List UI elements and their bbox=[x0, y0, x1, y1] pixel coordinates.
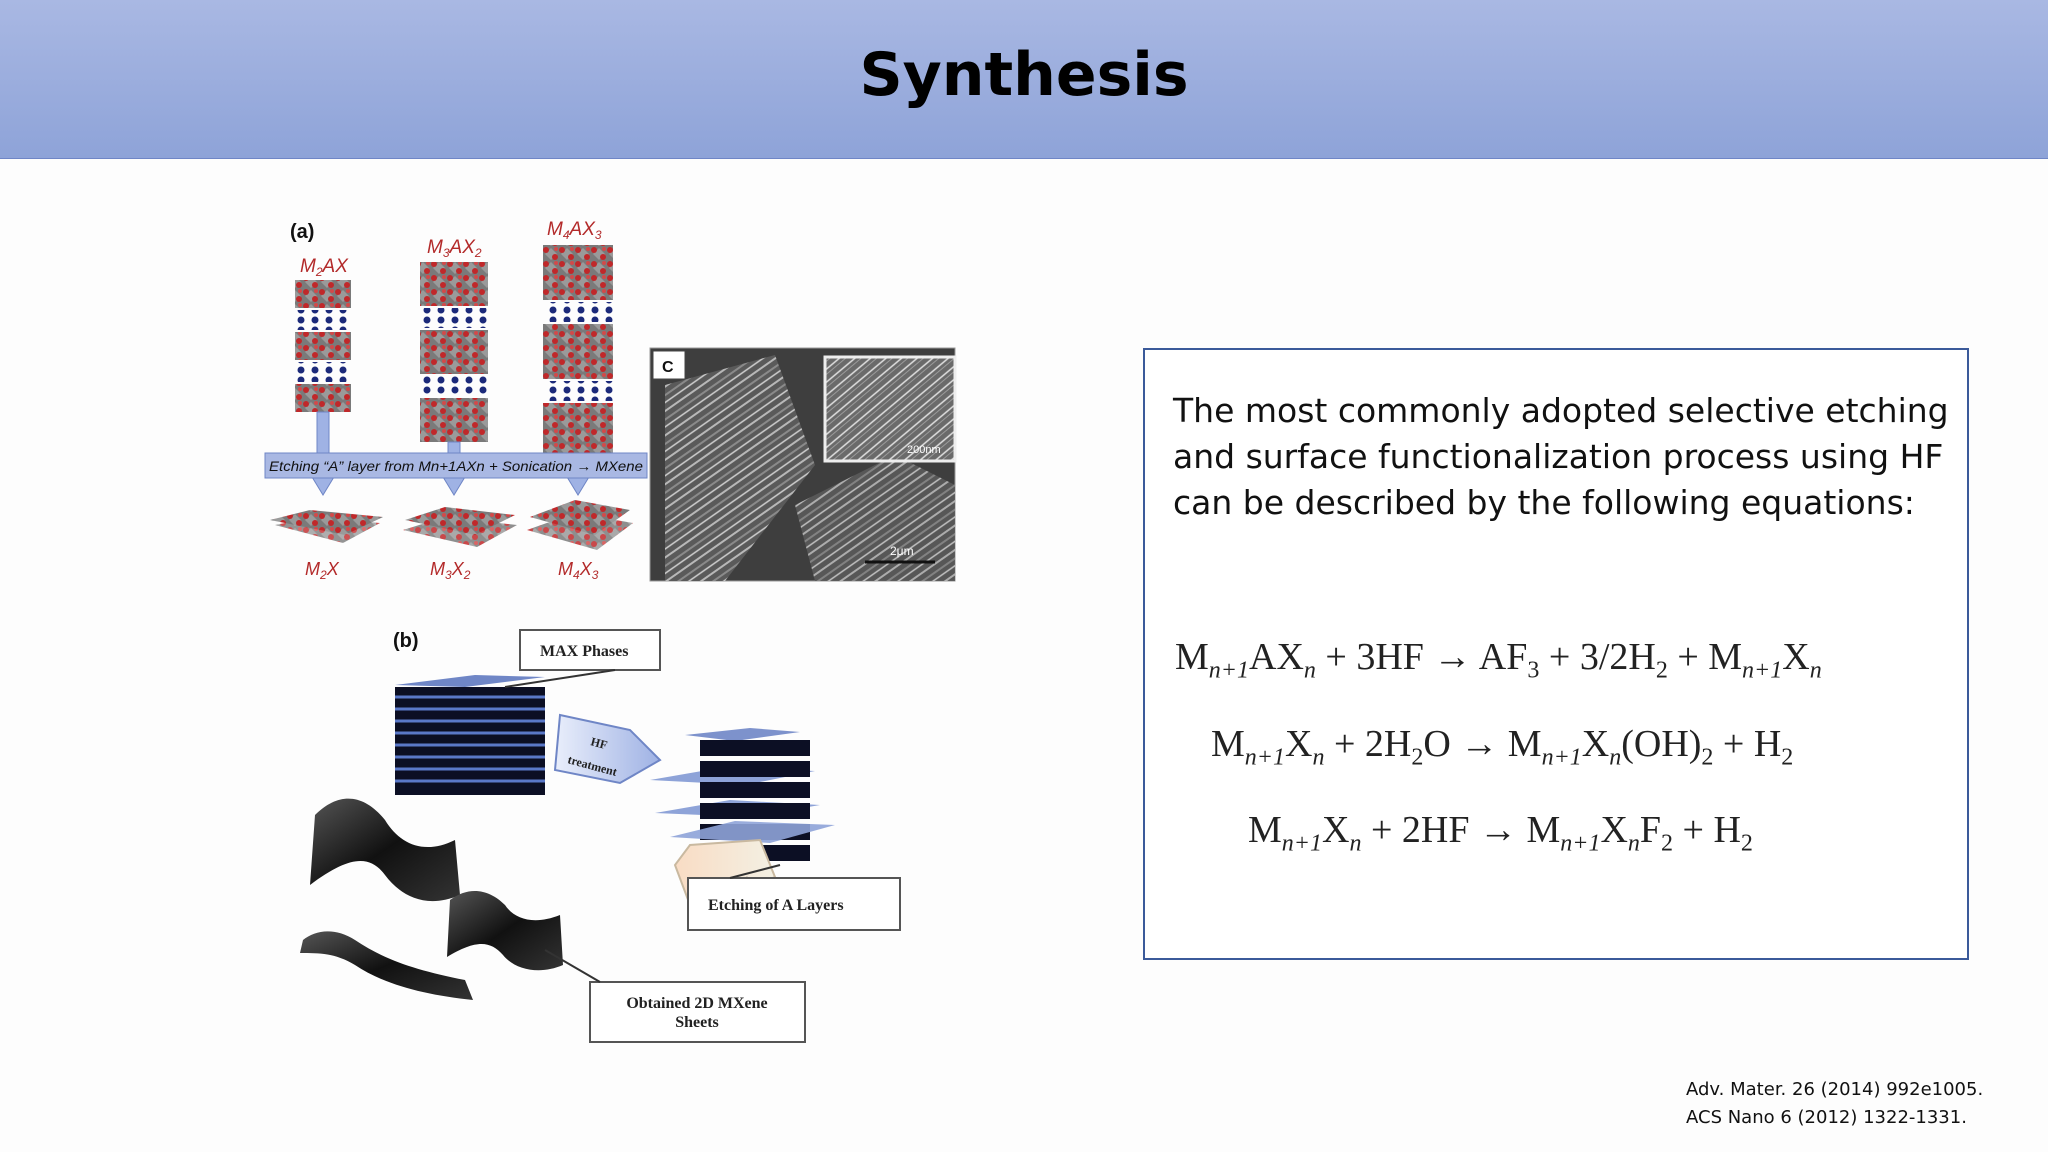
panel-b-label: (b) bbox=[393, 630, 419, 652]
scale-inset: 200nm bbox=[907, 444, 941, 456]
slide-title: Synthesis bbox=[859, 40, 1189, 110]
hf-arrow-icon bbox=[553, 713, 662, 785]
etching-banner-text: Etching “A” layer from Mn+1AXn + Sonicat… bbox=[269, 458, 643, 474]
references: Adv. Mater. 26 (2014) 992e1005. ACS Nano… bbox=[1686, 1076, 1983, 1132]
max-phases-box bbox=[519, 629, 661, 671]
max-phase-stack bbox=[395, 675, 545, 795]
panel-c-label: C bbox=[662, 359, 674, 376]
max-label-3: M4AX3 bbox=[547, 219, 602, 242]
obtained-label-line2: Sheets bbox=[675, 1014, 719, 1031]
synthesis-figure: (a) M2AX M3AX2 M4AX3 Etching “A” bbox=[264, 219, 957, 1043]
m3ax2-crystal bbox=[420, 262, 488, 442]
equation-1: Mn+1AXn + 3HF → AF3 + 3/2H2 + Mn+1Xn bbox=[1175, 636, 1822, 684]
sem-image: C 200nm 2μm bbox=[649, 347, 957, 582]
max-phases-label: MAX Phases bbox=[540, 643, 628, 660]
equations-box: The most commonly adopted selective etch… bbox=[1143, 348, 1969, 960]
etching-banner bbox=[264, 452, 648, 479]
etching-a-layers-label: Etching of A Layers bbox=[708, 897, 844, 914]
svg-text:M3AX2: M3AX2 bbox=[427, 237, 482, 260]
svg-text:M3X2: M3X2 bbox=[430, 559, 471, 582]
reference-2: ACS Nano 6 (2012) 1322-1331. bbox=[1686, 1107, 1967, 1128]
svg-text:M2AX: M2AX bbox=[300, 256, 349, 279]
scale-main: 2μm bbox=[890, 544, 914, 558]
reference-1: Adv. Mater. 26 (2014) 992e1005. bbox=[1686, 1079, 1984, 1100]
m2ax-crystal bbox=[295, 280, 351, 412]
mxene-label-2: M3X2 bbox=[430, 559, 471, 582]
svg-text:M2X: M2X bbox=[305, 559, 340, 582]
svg-text:M4X3: M4X3 bbox=[558, 559, 599, 582]
mxene-flakes bbox=[270, 500, 633, 550]
equation-3: Mn+1Xn + 2HF → Mn+1XnF2 + H2 bbox=[1248, 809, 1753, 857]
hf-label: HF bbox=[589, 734, 609, 752]
svg-text:M4AX3: M4AX3 bbox=[547, 219, 602, 242]
obtained-sheets-box bbox=[589, 981, 806, 1043]
etching-a-layers-box bbox=[687, 877, 901, 931]
m4ax3-crystal bbox=[543, 245, 613, 458]
mxene-label-3: M4X3 bbox=[558, 559, 599, 582]
panel-a-label: (a) bbox=[290, 221, 314, 243]
mxene-label-1: M2X bbox=[305, 559, 340, 582]
intro-text: The most commonly adopted selective etch… bbox=[1173, 391, 1949, 522]
obtained-label-line1: Obtained 2D MXene bbox=[626, 995, 767, 1012]
max-label-2: M3AX2 bbox=[427, 237, 482, 260]
equation-2: Mn+1Xn + 2H2O → Mn+1Xn(OH)2 + H2 bbox=[1211, 723, 1794, 771]
title-bar: Synthesis bbox=[0, 0, 2048, 159]
max-label-1: M2AX bbox=[300, 256, 349, 279]
mxene-sheets bbox=[300, 798, 563, 1000]
